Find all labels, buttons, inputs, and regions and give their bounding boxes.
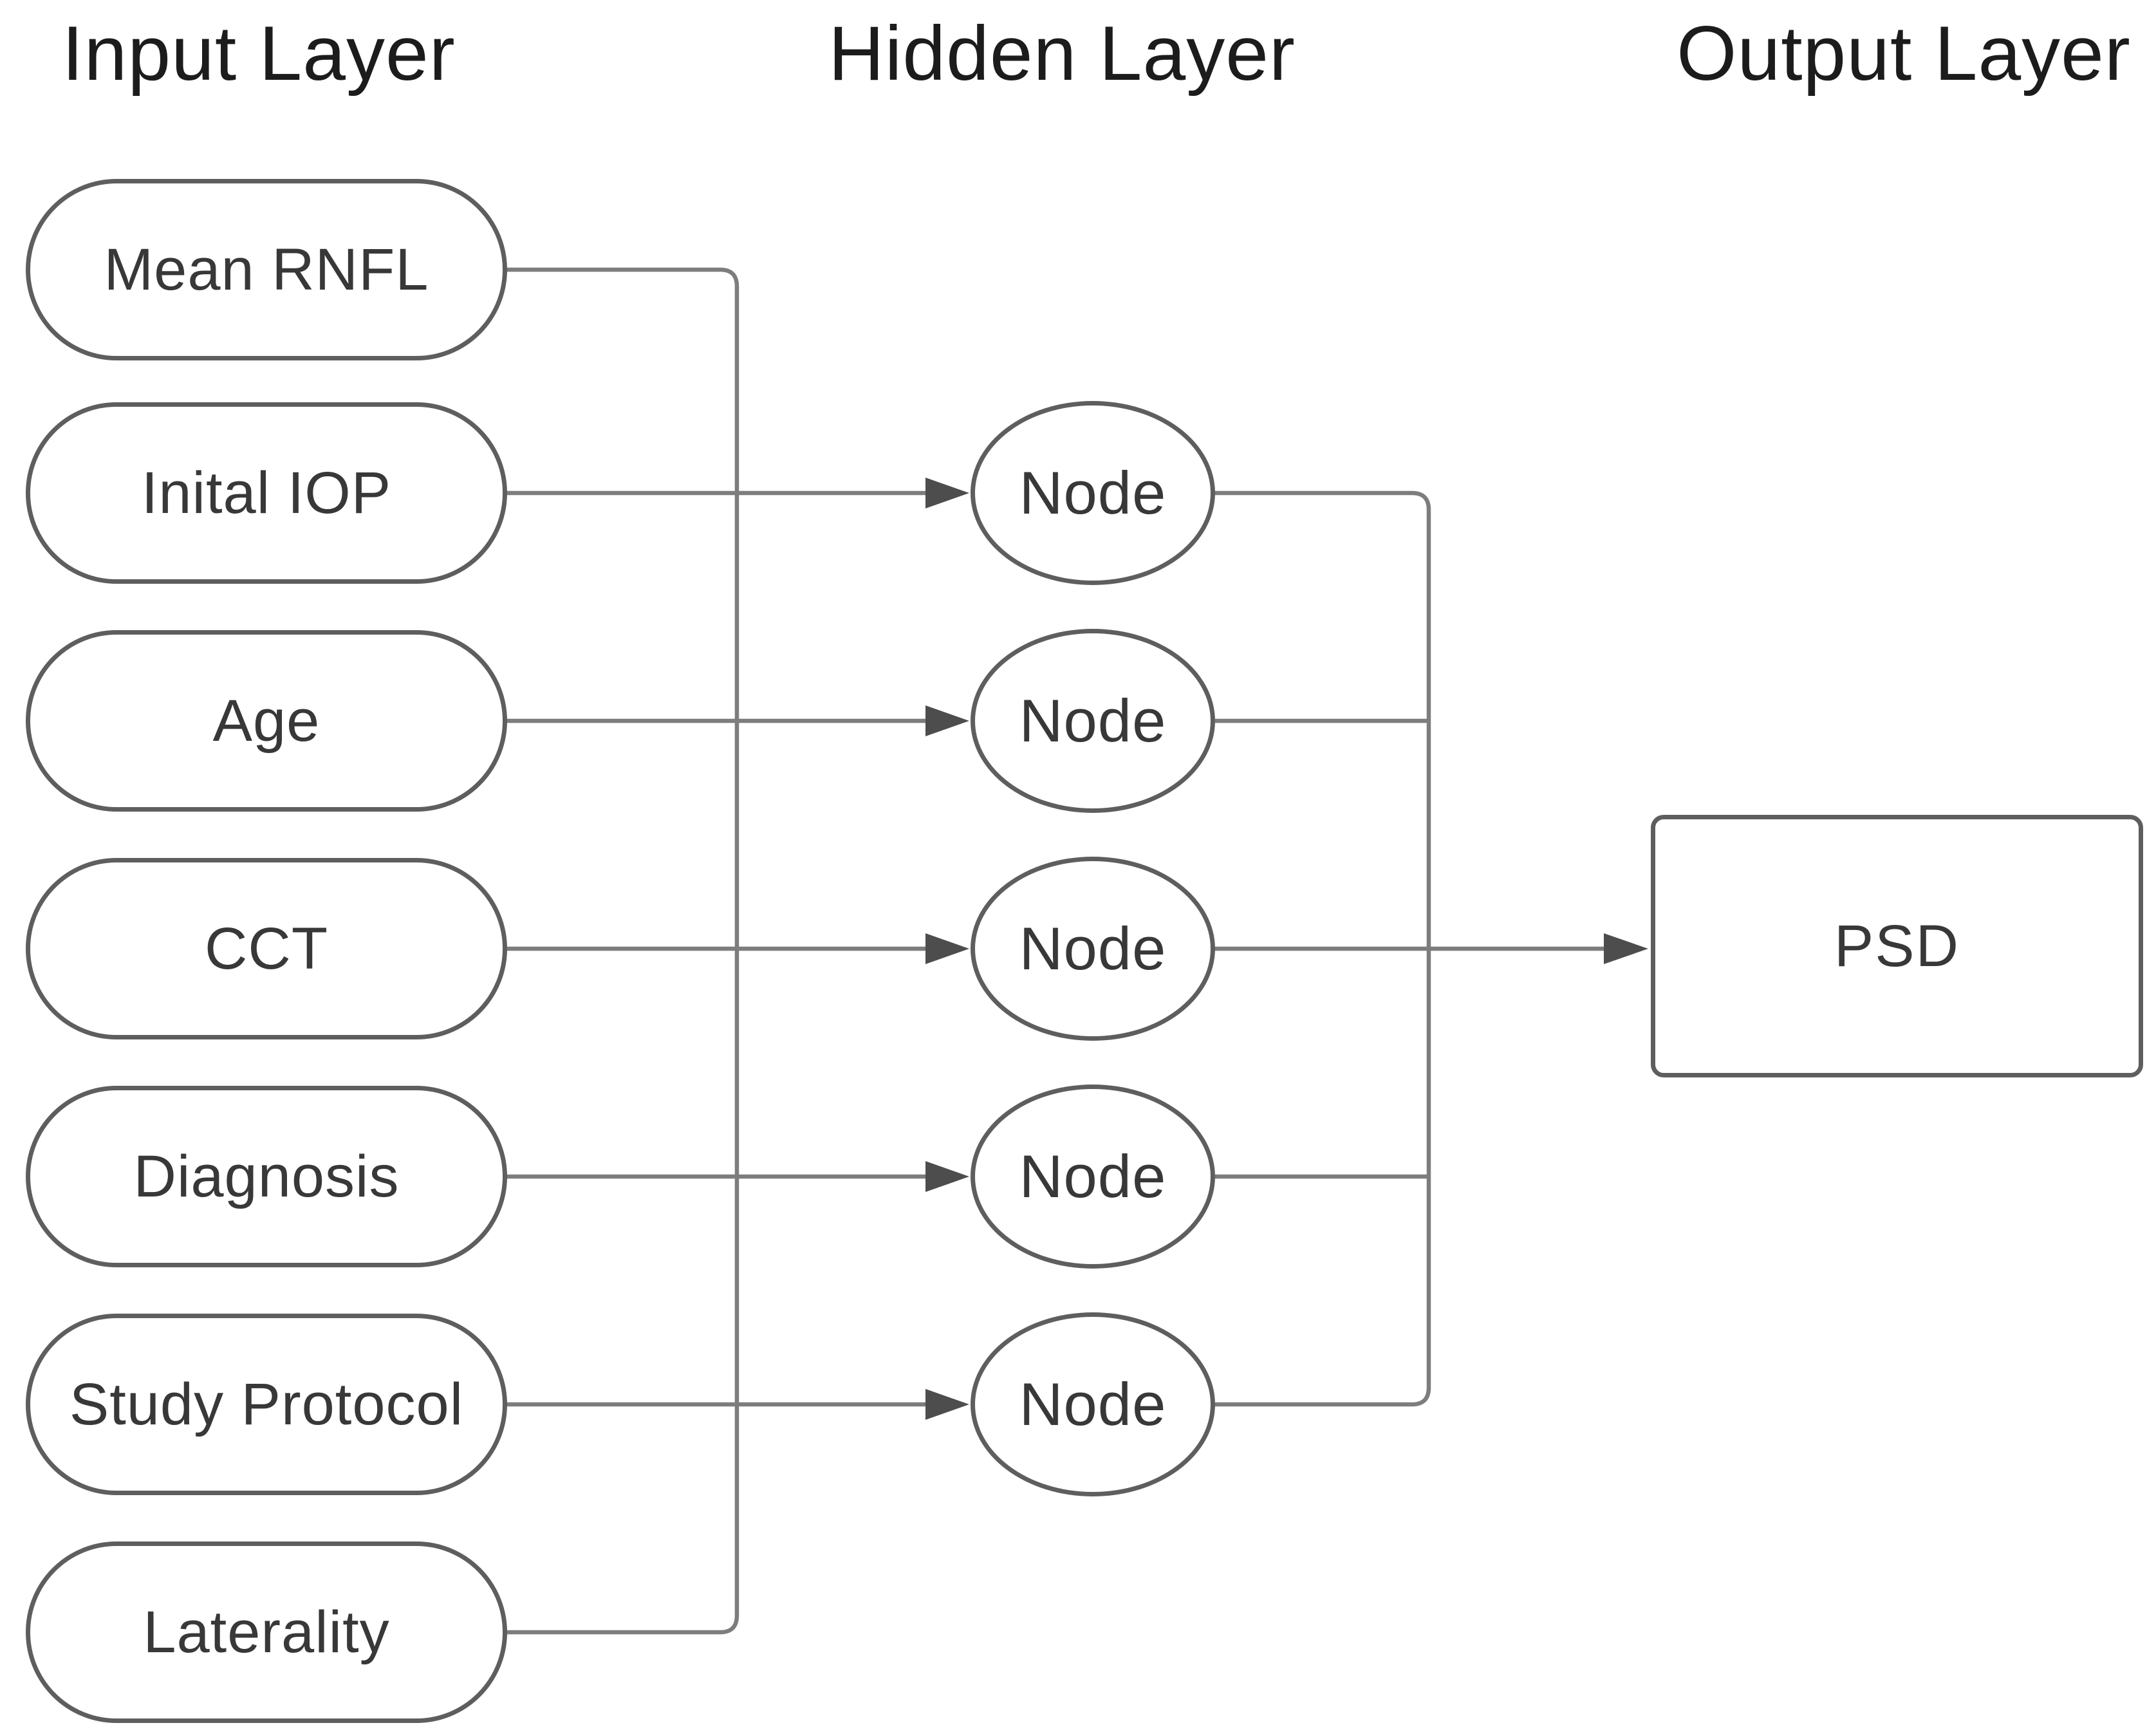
- hidden-node-1: Node: [971, 401, 1215, 585]
- arrowhead-node-3: [925, 933, 969, 964]
- arrowhead-psd: [1604, 933, 1648, 964]
- hidden-node-2: Node: [971, 629, 1215, 813]
- input-node-mean-rnfl: Mean RNFL: [26, 179, 507, 360]
- hidden-node-3: Node: [971, 857, 1215, 1041]
- input-node-laterality: Laterality: [26, 1541, 507, 1723]
- output-node-psd: PSD: [1651, 815, 2143, 1077]
- input-node-diagnosis: Diagnosis: [26, 1086, 507, 1267]
- arrowhead-node-4: [925, 1161, 969, 1192]
- arrowhead-node-5: [925, 1389, 969, 1420]
- input-node-study-protocol: Study Protocol: [26, 1314, 507, 1495]
- hidden-node-5: Node: [971, 1312, 1215, 1496]
- hidden-node-4: Node: [971, 1085, 1215, 1269]
- input-node-cct: CCT: [26, 858, 507, 1039]
- connector-input-trunk: [504, 267, 739, 1635]
- hidden-layer-header: Hidden Layer: [828, 10, 1296, 97]
- arrowhead-node-1: [925, 478, 969, 508]
- output-layer-header: Output Layer: [1677, 10, 2131, 97]
- input-layer-header: Input Layer: [62, 10, 456, 97]
- input-node-age: Age: [26, 630, 507, 812]
- arrowhead-node-2: [925, 705, 969, 736]
- input-node-inital-iop: Inital IOP: [26, 402, 507, 584]
